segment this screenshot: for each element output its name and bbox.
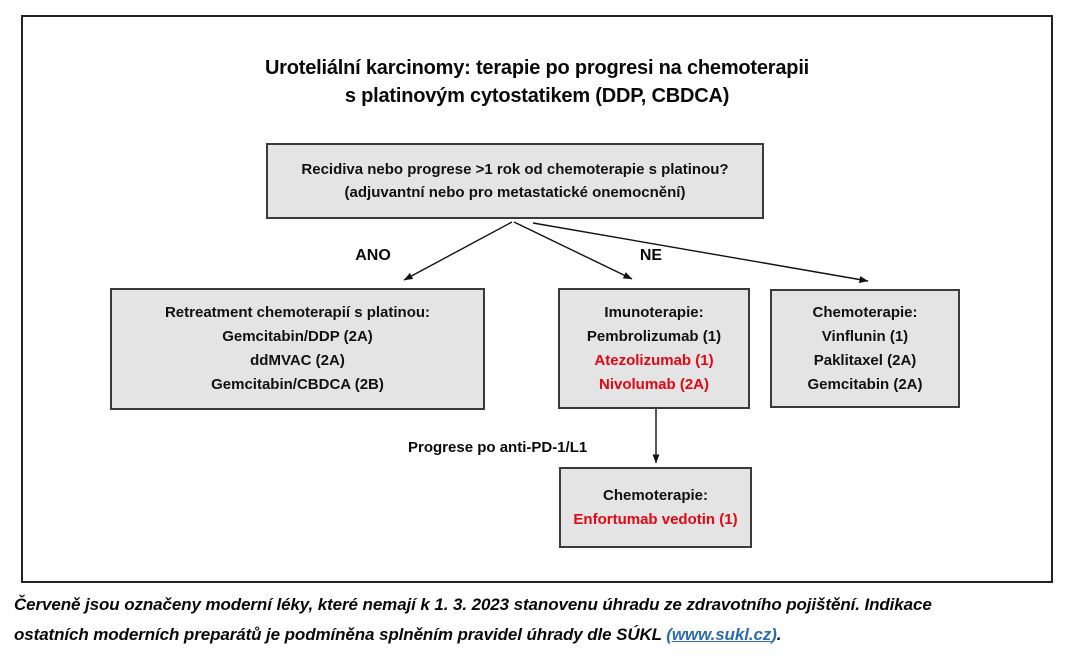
decision-box: Recidiva nebo progrese >1 rok od chemote… <box>266 143 764 219</box>
drug-item: Gemcitabin/DDP (2A) <box>222 328 373 345</box>
footer-line-2-text: ostatních moderních preparátů je podmíně… <box>14 625 667 644</box>
sukl-link[interactable]: www.sukl.cz <box>671 625 772 644</box>
drug-item: Paklitaxel (2A) <box>813 351 917 369</box>
drug-item: Enfortumab vedotin (1) <box>573 510 738 528</box>
post-pd1-box-title: Chemoterapie: <box>602 486 709 504</box>
footer-paren-close: ) <box>771 625 777 644</box>
post-pd1-box: Chemoterapie: Enfortumab vedotin (1) <box>559 467 752 548</box>
progression-label: Progrese po anti-PD-1/L1 <box>408 439 588 456</box>
drug-item: Nivolumab (2A) <box>598 375 709 393</box>
drug-item: Vinflunin (1) <box>821 327 909 345</box>
footer-paren-open: ( <box>666 625 672 644</box>
drug-item: Gemcitabin/CBDCA (2B) <box>211 376 384 393</box>
drug-item: ddMVAC (2A) <box>250 352 345 369</box>
immunotherapy-box-title: Imunoterapie: <box>604 303 704 321</box>
footer-line-1: Červeně jsou označeny moderní léky, kter… <box>14 595 932 614</box>
diagram-title: Uroteliální karcinomy: terapie po progre… <box>21 54 1053 110</box>
decision-subtext: (adjuvantní nebo pro metastatické onemoc… <box>344 184 686 201</box>
footer-note: Červeně jsou označeny moderní léky, kter… <box>14 590 1066 650</box>
drug-item: Pembrolizumab (1) <box>586 327 722 345</box>
drug-item: Atezolizumab (1) <box>594 351 714 369</box>
retreatment-box: Retreatment chemoterapií s platinou: Gem… <box>110 288 485 410</box>
immunotherapy-box: Imunoterapie: Pembrolizumab (1) Atezoliz… <box>558 288 750 409</box>
chemotherapy-box-title: Chemoterapie: <box>812 303 918 321</box>
footer-period: . <box>776 625 782 644</box>
chemotherapy-box: Chemoterapie: Vinflunin (1) Paklitaxel (… <box>770 289 960 408</box>
retreatment-box-title: Retreatment chemoterapií s platinou: <box>164 304 431 321</box>
title-line-1: Uroteliální karcinomy: terapie po progre… <box>264 57 810 79</box>
branch-label-yes: ANO <box>355 247 391 264</box>
title-line-2: s platinovým cytostatikem (DDP, CBDCA) <box>344 85 730 107</box>
drug-item: Gemcitabin (2A) <box>807 375 923 393</box>
decision-question: Recidiva nebo progrese >1 rok od chemote… <box>301 161 729 178</box>
branch-label-no: NE <box>639 247 663 264</box>
footer-line-2: ostatních moderních preparátů je podmíně… <box>14 620 1066 650</box>
